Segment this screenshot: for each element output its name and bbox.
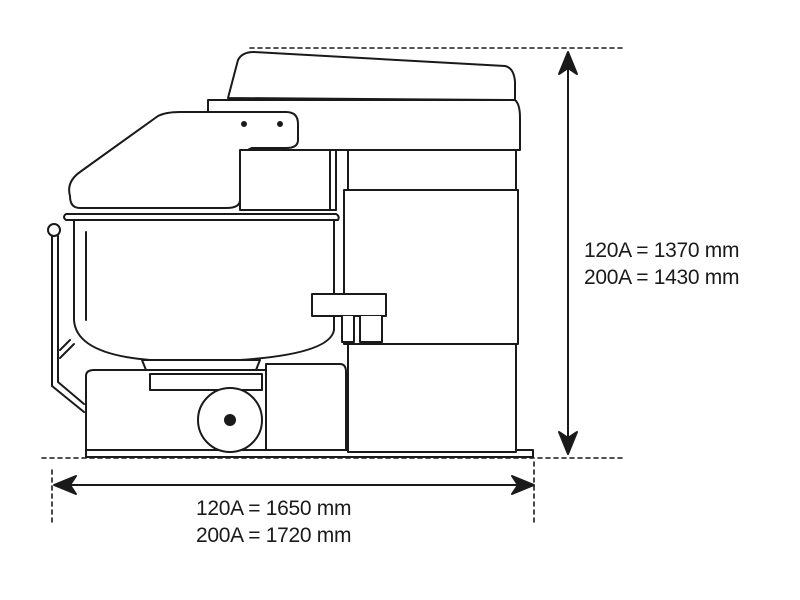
lever-knob <box>47 223 61 237</box>
column-neck <box>329 149 337 211</box>
wheel-hub <box>224 414 236 426</box>
width-dimension-label: 120A = 1650 mm 200A = 1720 mm <box>196 495 351 549</box>
width-arrow <box>53 475 535 495</box>
height-120a-text: 120A = 1370 mm <box>584 239 740 262</box>
height-200a-text: 200A = 1430 mm <box>584 266 740 289</box>
lever-arm <box>51 235 85 413</box>
width-120a-text: 120A = 1650 mm <box>196 497 352 520</box>
head-top-cover <box>227 51 516 101</box>
bowl-support <box>141 359 261 371</box>
base-side-housing <box>265 363 347 451</box>
hood-rivet-left <box>241 121 247 127</box>
width-200a-text: 200A = 1720 mm <box>196 524 352 547</box>
bowl-rim <box>63 213 340 221</box>
hood-rivet-right <box>277 121 283 127</box>
hood-cover <box>68 111 299 209</box>
hook-bracket <box>311 293 387 317</box>
mixing-bowl <box>73 219 335 361</box>
hook-shaft <box>341 315 383 343</box>
height-arrow <box>558 51 578 455</box>
base-top-plate <box>149 373 263 391</box>
column-inner-section <box>239 149 337 211</box>
height-dimension-label: 120A = 1370 mm 200A = 1430 mm <box>584 237 739 291</box>
lever-bracket <box>59 339 75 359</box>
